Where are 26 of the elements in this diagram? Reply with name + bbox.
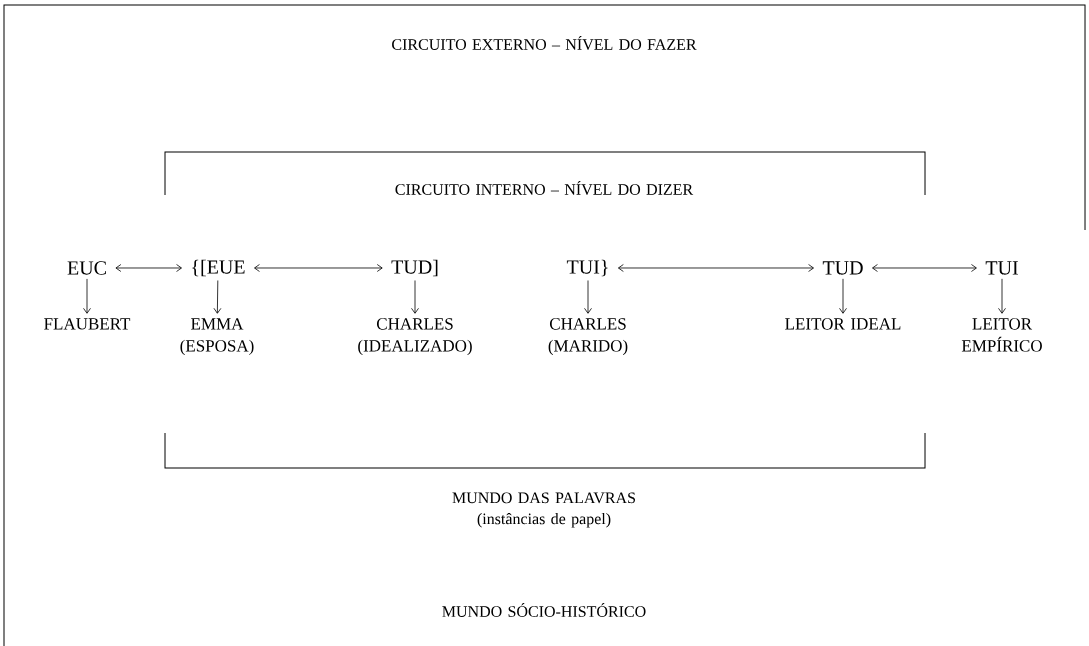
symbol-text: TUI [985, 261, 1018, 275]
arrow [411, 280, 419, 314]
arrow [998, 278, 1006, 314]
symbol-text: {[EUE [192, 259, 245, 277]
arrow [617, 264, 814, 272]
arrow [872, 264, 977, 272]
arrow [584, 280, 592, 314]
heading-text: CIRCUITO EXTERNO – NÍVEL DO FAZER [392, 36, 697, 50]
symbol-text: EUC [67, 261, 106, 275]
name-text: LEITOR IDEAL [785, 318, 901, 330]
heading-text: MUNDO SÓCIO-HISTÓRICO [442, 603, 646, 617]
symbol-text: TUD] [391, 259, 438, 277]
name-text: CHARLES (MARIDO) [548, 318, 628, 356]
symbol-text: TUD [822, 261, 863, 275]
arrow [839, 278, 847, 314]
heading-text: CIRCUITO INTERNO – NÍVEL DO DIZER [395, 181, 694, 195]
name-text: LEITOR EMPÍRICO [961, 318, 1042, 352]
arrow [254, 264, 383, 272]
name-text: CHARLES (IDEALIZADO) [358, 318, 472, 356]
symbol-text: TUI} [566, 259, 608, 277]
arrow [213, 280, 222, 314]
name-text: EMMA (ESPOSA) [180, 318, 254, 356]
arrow [83, 278, 91, 314]
heading-text: MUNDO DAS PALAVRAS (instâncias de papel) [452, 492, 635, 528]
arrow [115, 264, 182, 272]
name-text: FLAUBERT [44, 318, 131, 330]
